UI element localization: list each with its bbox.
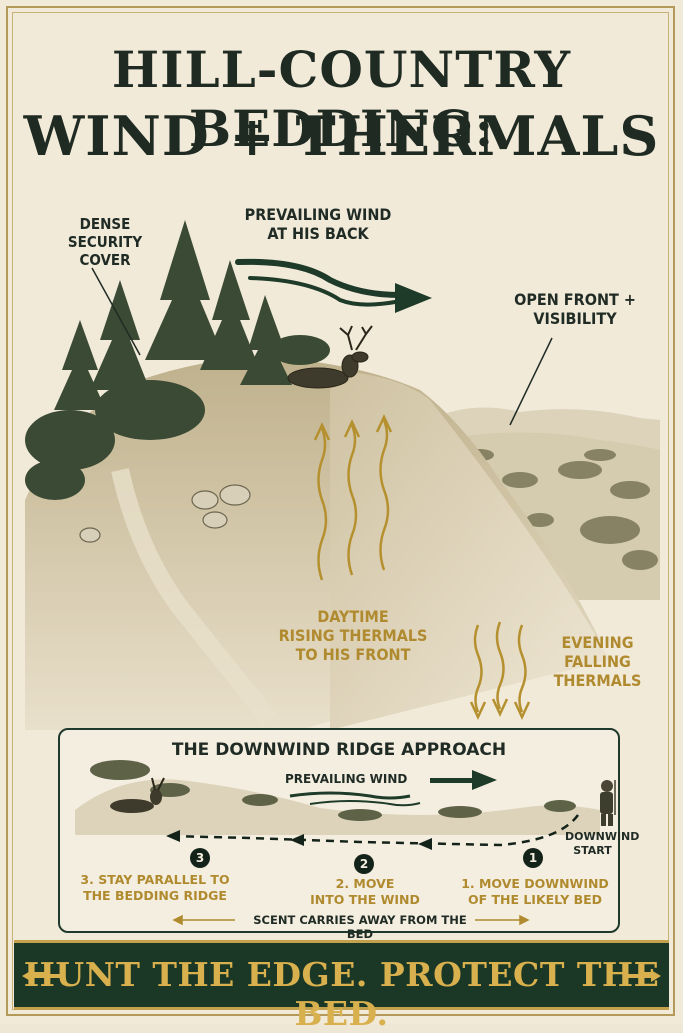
downwind-start-label: DOWNWIND START [565,830,640,858]
approach-panel: THE DOWNWIND RIDGE APPROACH [58,728,640,941]
rising-thermals-arrows [313,414,393,581]
rocks [79,484,251,543]
open-front-label-line-2: VISIBILITY [533,309,617,329]
cover-leader-line [91,267,141,356]
panel-ridge [75,779,600,835]
evening-label-line-3: THERMALS [553,671,642,691]
banner-right-arrow-icon [623,970,661,982]
cover-label-line-2: SECURITY COVER [67,233,143,269]
scent-arrow [172,914,530,926]
evening-thermals-label: EVENING FALLING THERMALS [550,633,645,691]
wind-label: PREVAILING WIND AT HIS BACK [238,205,398,243]
step-3-text: 3. STAY PARALLEL TO THE BEDDING RIDGE [80,872,230,903]
wind-label-line-2: AT HIS BACK [267,224,369,244]
banner-left-arrow-icon [22,970,60,982]
open-front-label: OPEN FRONT + VISIBILITY [510,290,640,328]
title-line-1: HILL-COUNTRY BEDDING: [111,40,572,158]
daytime-thermals-label: DAYTIME RISING THERMALS TO HIS FRONT [268,607,438,665]
scent-note: SCENT CARRIES AWAY FROM THE BED [253,913,467,941]
title-line-2: WIND + THERMALS [23,104,660,168]
start-label-line-1: DOWNWIND [565,830,640,843]
step-2-marker: 2 [354,854,374,874]
step-2-line-1: 2. MOVE [335,876,395,891]
evening-label-line-1: EVENING [561,633,634,652]
panel-wind-label: PREVAILING WIND [285,772,408,786]
panel-wind-arrow [289,770,497,807]
prevailing-wind-arrow [235,258,432,313]
cover-label-line-1: DENSE [79,215,131,233]
falling-thermals-arrows [469,621,531,720]
outer-border [6,6,675,1016]
bedded-deer [287,325,373,389]
step-1-text: 1. MOVE DOWNWIND OF THE LIKELY BED [460,876,610,907]
step-1-marker: 1 [523,848,543,868]
step-1-line-2: OF THE LIKELY BED [467,891,603,907]
step-3-line-2: THE BEDDING RIDGE [83,887,227,903]
bottom-banner: HUNT THE EDGE. PROTECT THE BED. [14,940,669,1033]
panel-deer [110,777,165,813]
evening-label-line-2: FALLING [564,652,631,672]
daytime-label-line-1: DAYTIME [317,607,389,626]
step-3-marker: 3 [190,848,210,868]
approach-diagram [75,760,616,926]
step-3-line-1: 3. STAY PARALLEL TO [80,872,230,887]
wind-label-line-1: PREVAILING WIND [244,205,392,224]
step-2-text: 2. MOVE INTO THE WIND [295,876,435,907]
cliff-face [330,370,610,730]
ridge-illustration [25,220,660,730]
open-front-label-line-1: OPEN FRONT + [514,290,636,309]
daytime-label-line-2: RISING THERMALS [278,626,428,646]
banner-text: HUNT THE EDGE. PROTECT THE BED. [23,955,660,1033]
approach-panel-title: THE DOWNWIND RIDGE APPROACH [171,740,507,760]
step-2-line-2: INTO THE WIND [310,891,420,907]
daytime-label-line-3: TO HIS FRONT [295,645,411,665]
hunter-figure [600,780,616,826]
step-1-line-1: 1. MOVE DOWNWIND [461,876,609,891]
start-label-line-2: START [573,843,612,857]
cover-label: DENSE SECURITY COVER [45,215,165,269]
security-cover-trees [25,220,330,500]
front-leader-line [509,337,553,426]
